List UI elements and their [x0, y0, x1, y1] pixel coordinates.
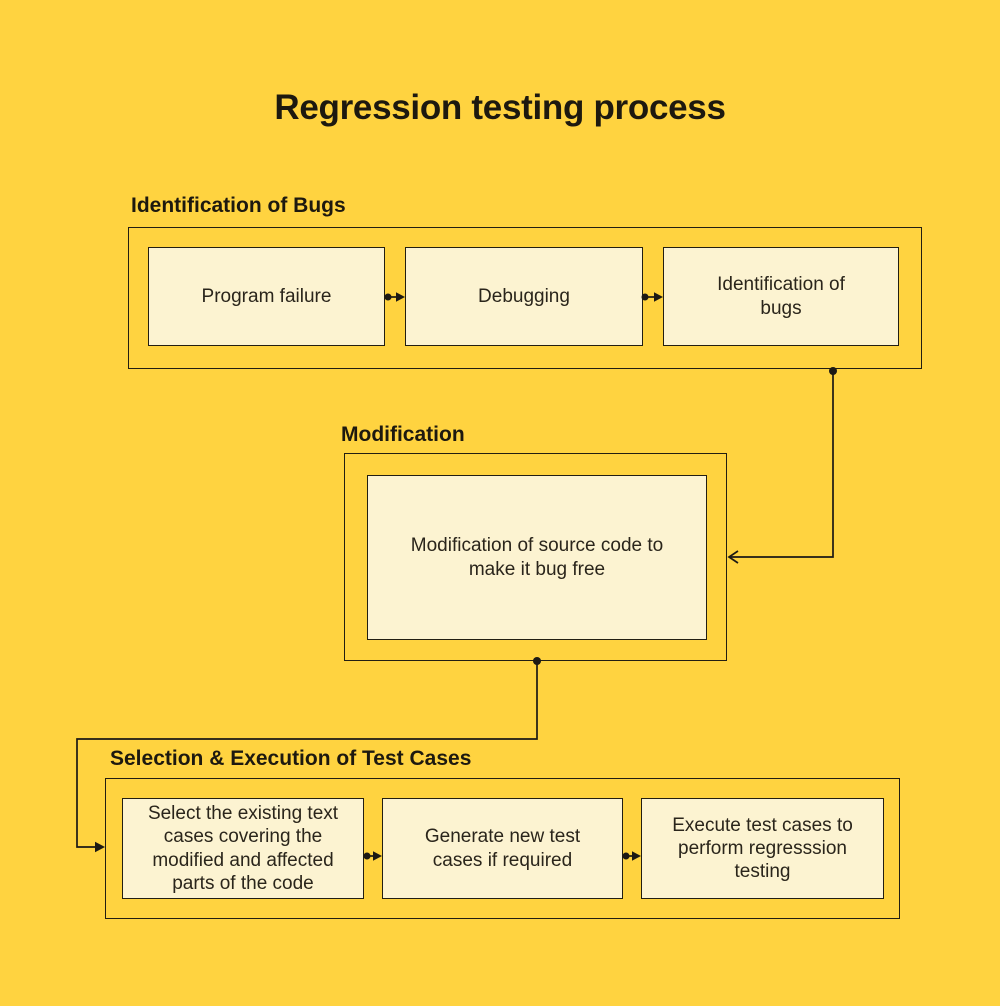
node-identification-of-bugs: Identification of bugs: [663, 247, 899, 346]
arrowhead-icon: [727, 550, 739, 564]
node-modification-of-source-code: Modification of source code to make it b…: [367, 475, 707, 640]
node-execute-test-cases: Execute test cases to perform regresssio…: [641, 798, 884, 899]
node-generate-new-cases: Generate new test cases if required: [382, 798, 623, 899]
node-debugging: Debugging: [405, 247, 643, 346]
arrowhead-icon: [95, 841, 105, 853]
connector-line: [730, 371, 834, 558]
page-title: Regression testing process: [274, 88, 726, 127]
section-heading-identification-of-bugs: Identification of Bugs: [131, 194, 346, 217]
connector-section1-to-section2: [727, 367, 837, 564]
node-select-existing-cases: Select the existing text cases covering …: [122, 798, 364, 899]
section-heading-modification: Modification: [341, 423, 465, 446]
section-heading-selection-execution: Selection & Execution of Test Cases: [110, 747, 472, 770]
node-program-failure: Program failure: [148, 247, 385, 346]
section-container-identification-of-bugs: [128, 227, 922, 369]
